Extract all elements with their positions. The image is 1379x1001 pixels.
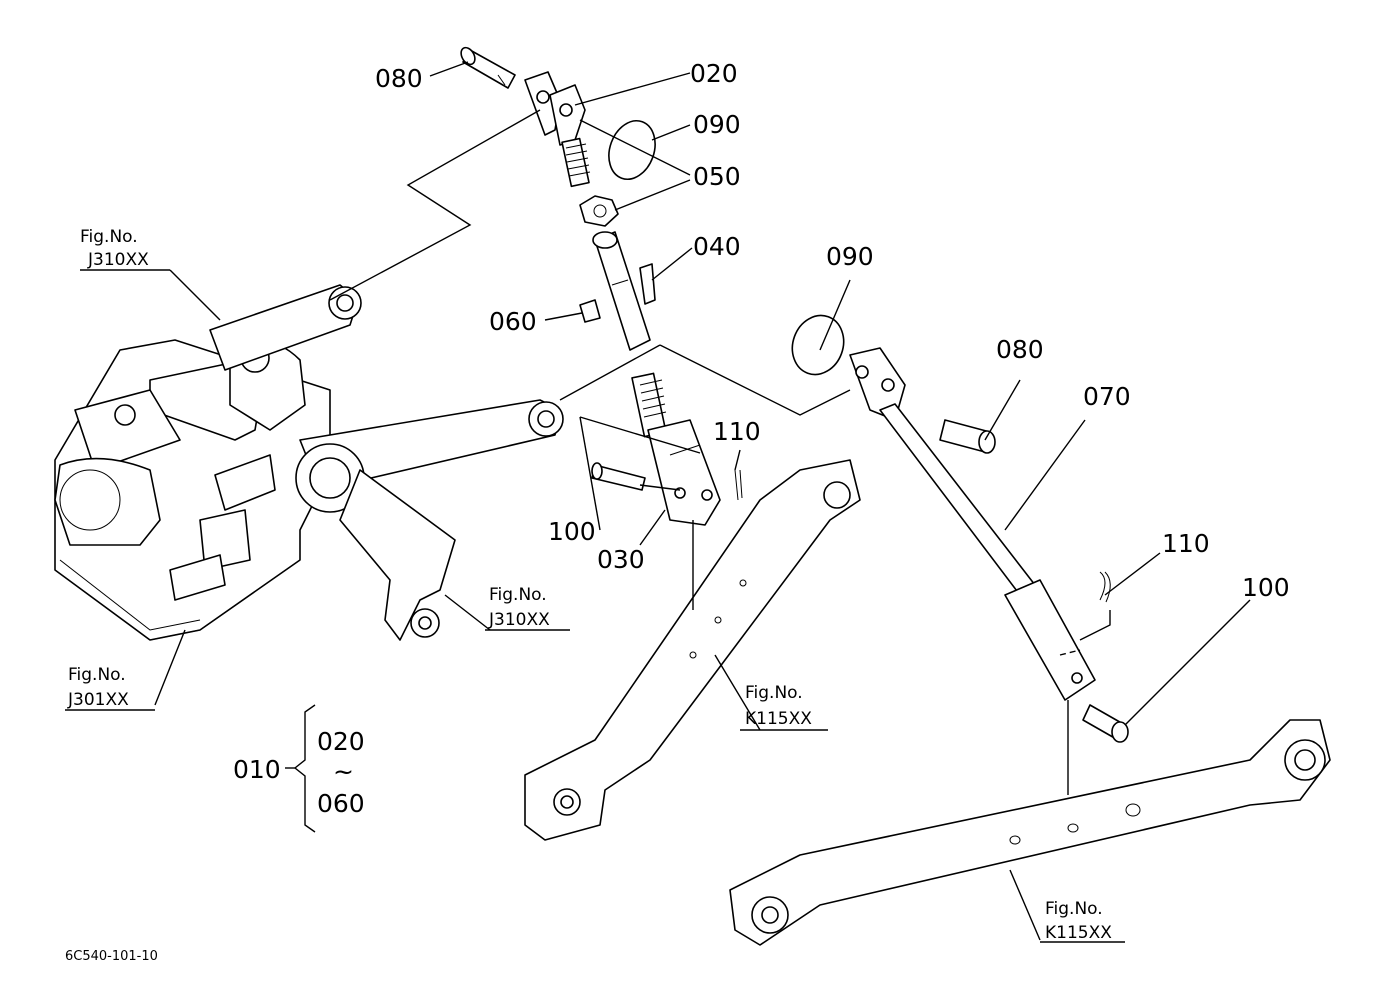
label-070: 070 (1083, 382, 1131, 411)
figref-j310-mid-line1: Fig.No. (489, 585, 547, 605)
lower-link-left (524, 459, 861, 841)
cotter-110-left (734, 469, 743, 501)
figref-j301-line1: Fig.No. (68, 665, 126, 685)
label-030: 030 (597, 545, 645, 574)
figref-k115-bot-line1: Fig.No. (1045, 899, 1103, 919)
lift-arm-drop (339, 469, 456, 641)
clevis-030 (647, 419, 721, 526)
label-080-right: 080 (996, 335, 1044, 364)
figref-j301-line2: J301XX (67, 690, 129, 710)
figref-k115-bot-line2: K115XX (1045, 923, 1112, 943)
pin-080-top (460, 46, 516, 89)
thread-upper (561, 137, 591, 188)
label-100-right: 100 (1242, 573, 1290, 602)
lift-arm-upper (209, 284, 362, 371)
figref-k115-mid-line1: Fig.No. (745, 683, 803, 703)
figref-j310-top-line1: Fig.No. (80, 227, 138, 247)
pin-100-right (1082, 704, 1129, 743)
label-110-right: 110 (1162, 529, 1210, 558)
pin-080-right (939, 419, 996, 454)
label-110-left: 110 (713, 417, 761, 446)
leader-lines (154, 61, 1251, 941)
fig-ref-underlines (65, 269, 1125, 943)
label-080-top: 080 (375, 64, 423, 93)
pin-100-left (591, 462, 646, 491)
label-range-sep: ~ (333, 757, 354, 786)
nut-050 (579, 195, 619, 227)
diagram-code: 6C540-101-10 (65, 949, 158, 964)
label-050: 050 (693, 162, 741, 191)
ring-090-left (608, 120, 656, 180)
ring-090-right (791, 314, 845, 376)
rod-070 (879, 403, 1096, 701)
label-100-left: 100 (548, 517, 596, 546)
figref-j310-top-line2: J310XX (87, 250, 149, 270)
label-040: 040 (693, 232, 741, 261)
range-bracket (285, 704, 316, 833)
cotter-110-right (1099, 571, 1111, 603)
yoke-070-top (849, 347, 906, 421)
label-060-range: 060 (317, 789, 365, 818)
lift-arm-lower (295, 399, 564, 513)
label-020-range: 020 (317, 727, 365, 756)
yoke-020 (524, 71, 586, 146)
label-060-left: 060 (489, 307, 537, 336)
label-020-top: 020 (690, 59, 738, 88)
label-090-top: 090 (693, 110, 741, 139)
figref-j310-mid-line2: J310XX (488, 610, 550, 630)
turnbuckle-040 (592, 231, 656, 351)
lower-link-right (729, 719, 1331, 946)
grease-nipple-060 (579, 299, 601, 323)
label-010: 010 (233, 755, 281, 784)
figref-k115-mid-line2: K115XX (745, 709, 812, 729)
hydraulic-housing (54, 339, 331, 641)
label-090-right: 090 (826, 242, 874, 271)
